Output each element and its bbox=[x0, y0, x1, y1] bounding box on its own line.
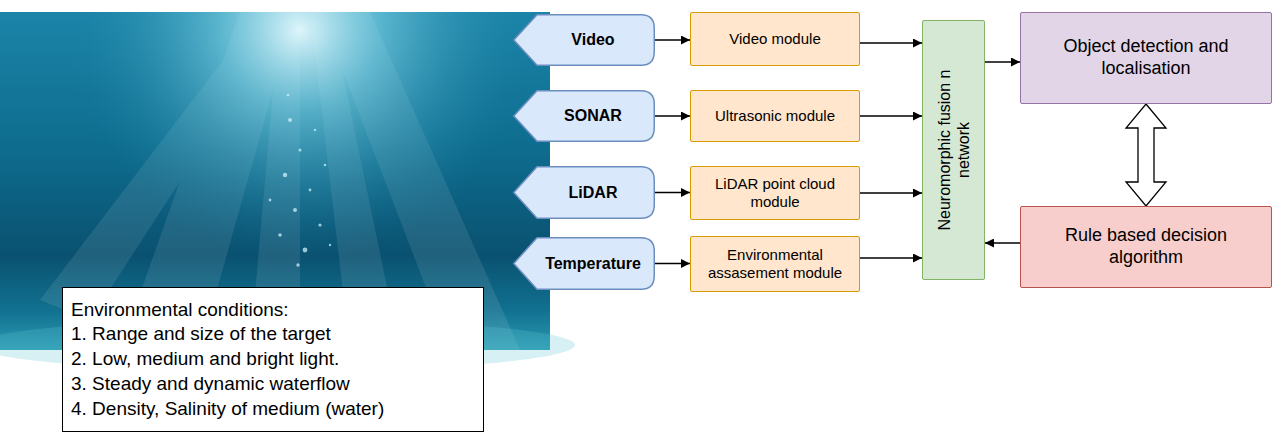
arrow-connector bbox=[655, 39, 690, 41]
node-label: Environmental assasement module bbox=[699, 246, 851, 282]
arrow-connector bbox=[860, 257, 922, 259]
arrow-connector bbox=[655, 192, 690, 194]
conditions-heading: Environmental conditions: bbox=[71, 298, 289, 323]
node-label: Temperature bbox=[545, 254, 641, 273]
node-label: LiDAR bbox=[569, 183, 618, 202]
output-box: Object detection and localisation bbox=[1020, 12, 1272, 104]
condition-item: 4. Density, Salinity of medium (water) bbox=[71, 397, 384, 422]
module-box: Ultrasonic module bbox=[690, 90, 860, 142]
tag-shape bbox=[514, 167, 655, 219]
decision-box: Rule based decision algorithm bbox=[1020, 206, 1272, 288]
node-label: Rule based decision algorithm bbox=[1029, 225, 1263, 268]
node-label: Ultrasonic module bbox=[715, 107, 835, 125]
conditions-box: Environmental conditions:1. Range and si… bbox=[62, 287, 484, 432]
condition-item: 1. Range and size of the target bbox=[71, 322, 331, 347]
arrow-connector bbox=[860, 192, 922, 194]
tag-shape bbox=[514, 238, 655, 290]
hollow-double-arrow bbox=[1126, 104, 1166, 206]
tag-shape bbox=[514, 91, 655, 142]
fusion-box: Neuromorphic fusion n network bbox=[922, 20, 985, 280]
arrow-connector bbox=[860, 42, 922, 44]
sensor-tag: LiDAR bbox=[513, 166, 655, 219]
node-label: Video bbox=[571, 30, 614, 49]
arrow-connector bbox=[655, 115, 690, 117]
module-box: Environmental assasement module bbox=[690, 236, 860, 292]
condition-item: 3. Steady and dynamic waterflow bbox=[71, 372, 350, 397]
arrow-connector bbox=[985, 61, 1020, 63]
sensor-tag: SONAR bbox=[513, 90, 655, 142]
node-label: SONAR bbox=[564, 106, 622, 125]
condition-item: 2. Low, medium and bright light. bbox=[71, 347, 339, 372]
arrow-connector bbox=[655, 263, 690, 265]
module-box: Video module bbox=[690, 12, 860, 66]
node-label: Object detection and localisation bbox=[1029, 36, 1263, 79]
tag-shape bbox=[514, 15, 655, 66]
node-label: Neuromorphic fusion n network bbox=[934, 45, 972, 255]
bubbles bbox=[269, 94, 332, 267]
sensor-tag: Video bbox=[513, 14, 655, 66]
sensor-tag: Temperature bbox=[513, 237, 655, 290]
node-label: Video module bbox=[729, 30, 820, 48]
arrow-connector bbox=[985, 242, 1020, 244]
module-box: LiDAR point cloud module bbox=[690, 166, 860, 220]
node-label: LiDAR point cloud module bbox=[699, 175, 851, 211]
arrow-connector bbox=[860, 115, 922, 117]
